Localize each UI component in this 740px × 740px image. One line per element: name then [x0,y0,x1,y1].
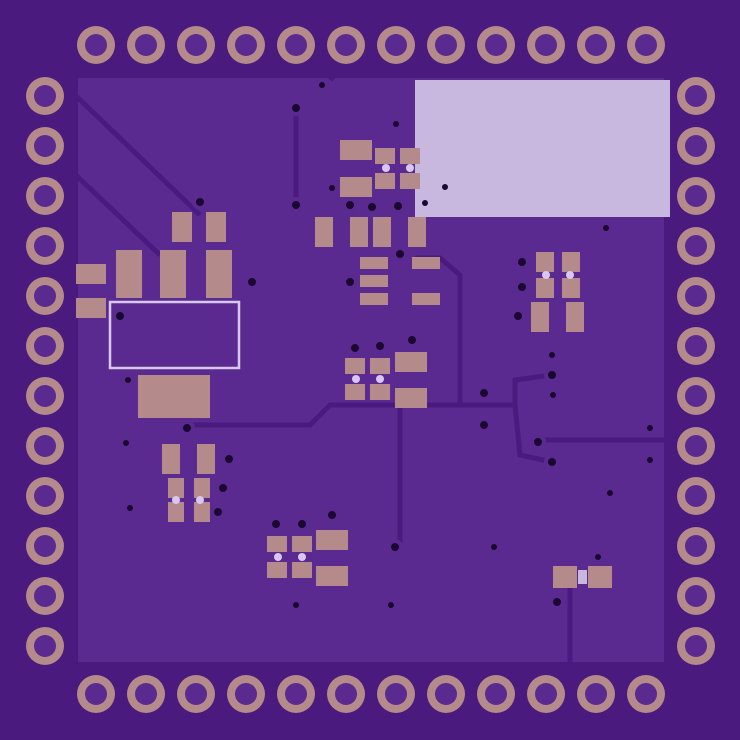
edge-pad-hole-bottom-3 [185,683,207,705]
edge-pad-hole-top-1 [85,34,107,56]
edge-pad-hole-right-7 [685,385,707,407]
edge-pad-hole-bottom-12 [635,683,657,705]
silkscreen-layer [108,300,241,370]
edge-pad-hole-right-10 [685,535,707,557]
edge-pad-hole-top-11 [585,34,607,56]
edge-pad-hole-top-7 [385,34,407,56]
edge-pad-hole-left-7 [34,385,56,407]
edge-pad-hole-bottom-1 [85,683,107,705]
smd-pads [76,140,612,588]
edge-pad-hole-left-8 [34,435,56,457]
edge-pad-hole-bottom-9 [485,683,507,705]
led-body [578,570,587,584]
edge-pad-hole-top-12 [635,34,657,56]
edge-pad-hole-right-6 [685,335,707,357]
micro-vias [123,82,653,608]
edge-pad-hole-right-5 [685,285,707,307]
edge-pad-hole-bottom-10 [535,683,557,705]
edge-pad-hole-right-2 [685,135,707,157]
edge-pad-hole-left-9 [34,485,56,507]
antenna-keepout [415,80,670,217]
edge-pad-hole-bottom-7 [385,683,407,705]
edge-pad-hole-right-1 [685,85,707,107]
smd-via-dots [172,164,574,561]
edge-pad-hole-top-4 [235,34,257,56]
edge-pad-hole-top-10 [535,34,557,56]
edge-pad-hole-left-5 [34,285,56,307]
edge-pad-hole-bottom-6 [335,683,357,705]
edge-pad-hole-top-3 [185,34,207,56]
edge-pad-hole-top-2 [135,34,157,56]
edge-pad-hole-right-4 [685,235,707,257]
edge-pad-hole-left-3 [34,185,56,207]
edge-pad-hole-right-8 [685,435,707,457]
edge-pad-hole-left-12 [34,635,56,657]
vias [112,100,565,610]
castellated-pads [26,26,715,713]
edge-pad-hole-left-10 [34,535,56,557]
edge-pad-hole-top-9 [485,34,507,56]
edge-pad-hole-left-2 [34,135,56,157]
edge-pad-hole-left-1 [34,85,56,107]
edge-pad-hole-right-11 [685,585,707,607]
edge-pad-hole-bottom-5 [285,683,307,705]
edge-pad-hole-top-6 [335,34,357,56]
edge-pad-hole-bottom-11 [585,683,607,705]
edge-pad-hole-bottom-8 [435,683,457,705]
edge-pad-hole-right-3 [685,185,707,207]
edge-pad-hole-right-9 [685,485,707,507]
edge-pad-hole-bottom-2 [135,683,157,705]
edge-pad-hole-left-4 [34,235,56,257]
edge-pad-hole-top-8 [435,34,457,56]
edge-pad-hole-left-11 [34,585,56,607]
edge-pad-hole-top-5 [285,34,307,56]
edge-pad-hole-left-6 [34,335,56,357]
edge-pad-hole-right-12 [685,635,707,657]
edge-pad-hole-bottom-4 [235,683,257,705]
